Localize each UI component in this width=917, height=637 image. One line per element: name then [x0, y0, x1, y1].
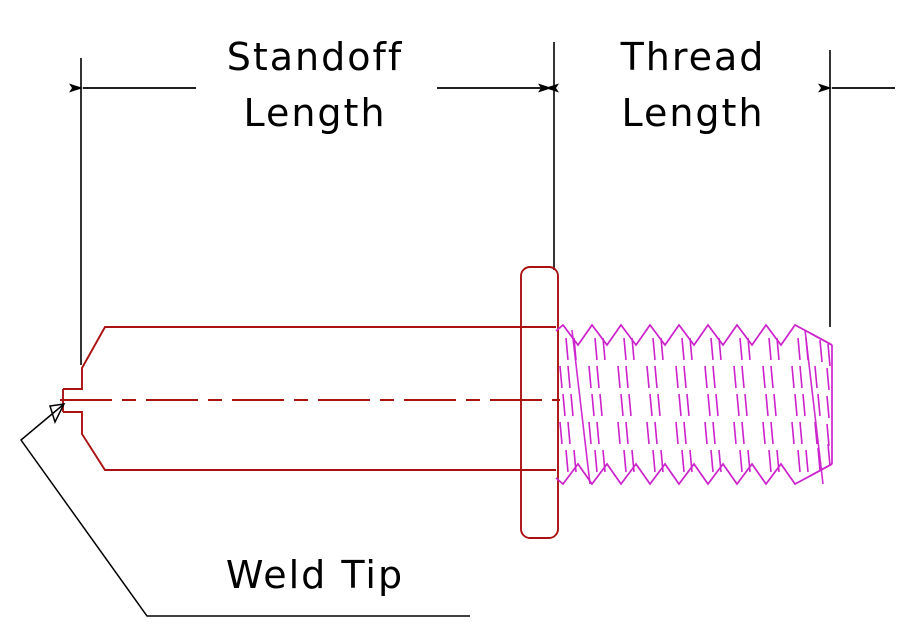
thread-crest-top [555, 323, 833, 347]
thread-flank-row-4 [559, 421, 830, 447]
annotation-weld-tip: Weld Tip [19, 403, 470, 617]
thread-flank-row-2 [559, 365, 830, 391]
thread-label-line1: Thread [620, 35, 766, 79]
dimension-thread-length: Thread Length [545, 35, 895, 135]
thread-flank-strokes [559, 337, 831, 473]
stud-body [62, 326, 556, 471]
body-top-profile [63, 326, 556, 390]
thread-end-chamfer-top [809, 332, 833, 346]
thread-label-line2: Length [621, 91, 764, 135]
extension-lines [80, 42, 831, 365]
dimension-standoff-length: Standoff Length [69, 35, 552, 135]
thread-crest-bottom [555, 462, 833, 486]
weld-tip-leader-line [19, 403, 470, 617]
thread-flank-row-3 [562, 393, 830, 419]
weld-tip-arrowhead-icon [49, 403, 66, 424]
body-bottom-profile [63, 411, 556, 471]
flange-rect [520, 266, 559, 539]
weld-tip-label: Weld Tip [226, 553, 404, 597]
standoff-label-line2: Length [243, 91, 386, 135]
flange-collar [520, 266, 559, 539]
standoff-label-line1: Standoff [227, 35, 404, 79]
threaded-section [555, 323, 833, 486]
thread-helix-sweeps [571, 329, 824, 485]
thread-flank-row-5 [565, 443, 831, 473]
